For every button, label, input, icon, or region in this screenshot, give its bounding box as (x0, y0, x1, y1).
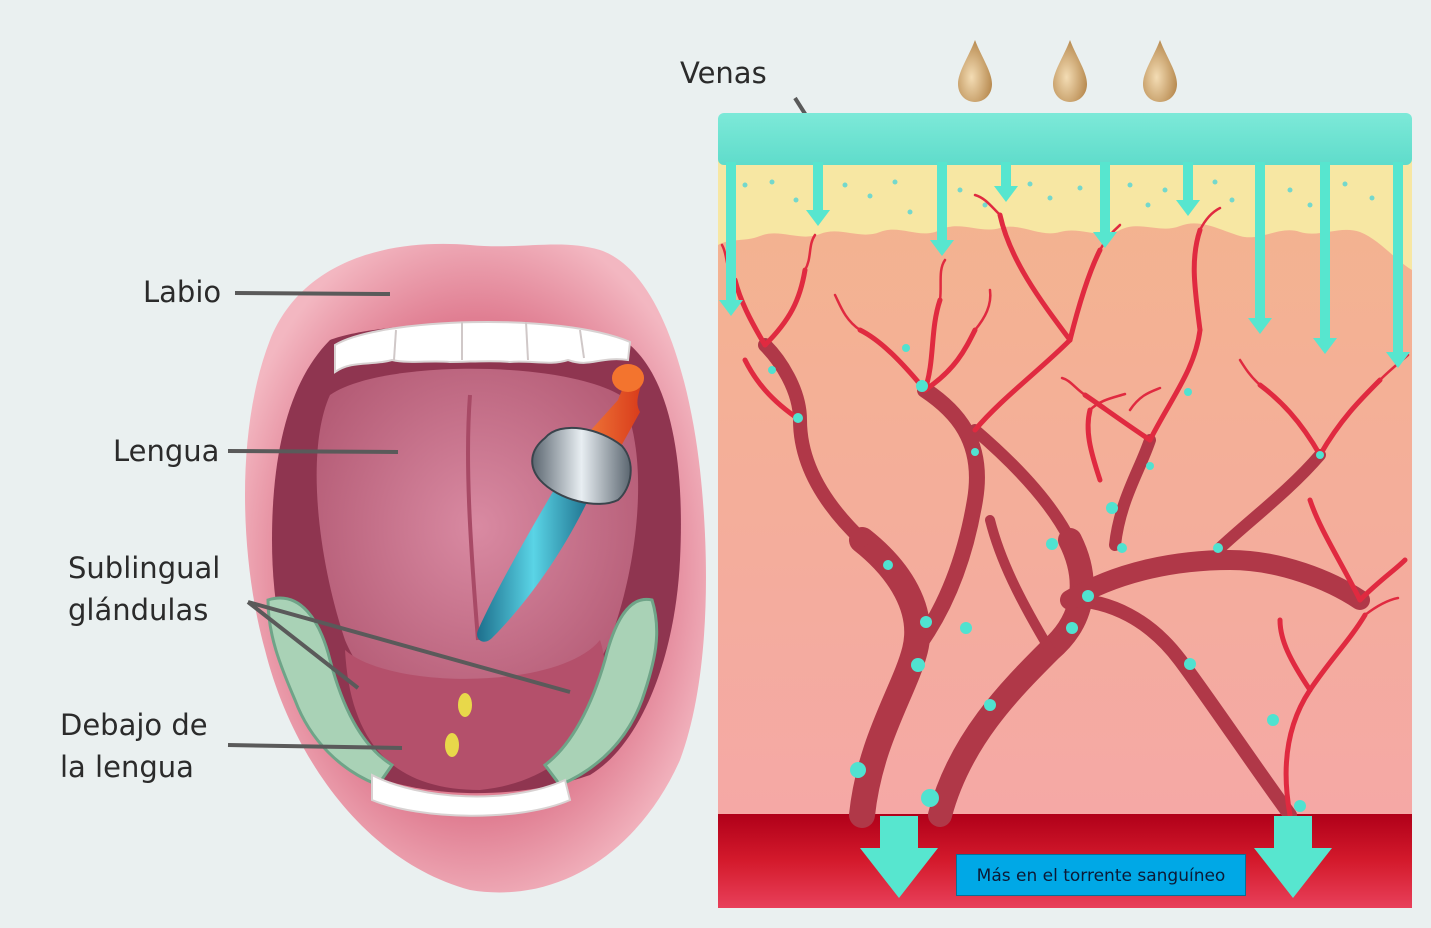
label-under-tongue: Debajo de la lengua (60, 704, 208, 788)
label-sublingual-glands: Sublingual glándulas (68, 547, 220, 631)
mucosa-band (718, 113, 1412, 165)
sublingual-drop-1 (458, 693, 472, 717)
label-under-line2: la lengua (60, 746, 208, 788)
drop-icon-1 (958, 40, 992, 102)
sublingual-drop-2 (445, 733, 459, 757)
bloodstream-label: Más en el torrente sanguíneo (956, 854, 1246, 896)
label-lip: Labio (143, 271, 221, 313)
drop-icon-3 (1143, 40, 1177, 102)
label-sublingual-line1: Sublingual (68, 547, 220, 589)
label-under-line1: Debajo de (60, 704, 208, 746)
drop-icon-2 (1053, 40, 1087, 102)
label-sublingual-line2: glándulas (68, 589, 220, 631)
drops (958, 40, 1177, 102)
mouth-illustration (245, 244, 706, 893)
label-veins: Venas (680, 52, 767, 94)
absorption-panel (718, 113, 1412, 908)
dropper-bulb-top (612, 364, 644, 392)
label-tongue: Lengua (113, 430, 219, 472)
